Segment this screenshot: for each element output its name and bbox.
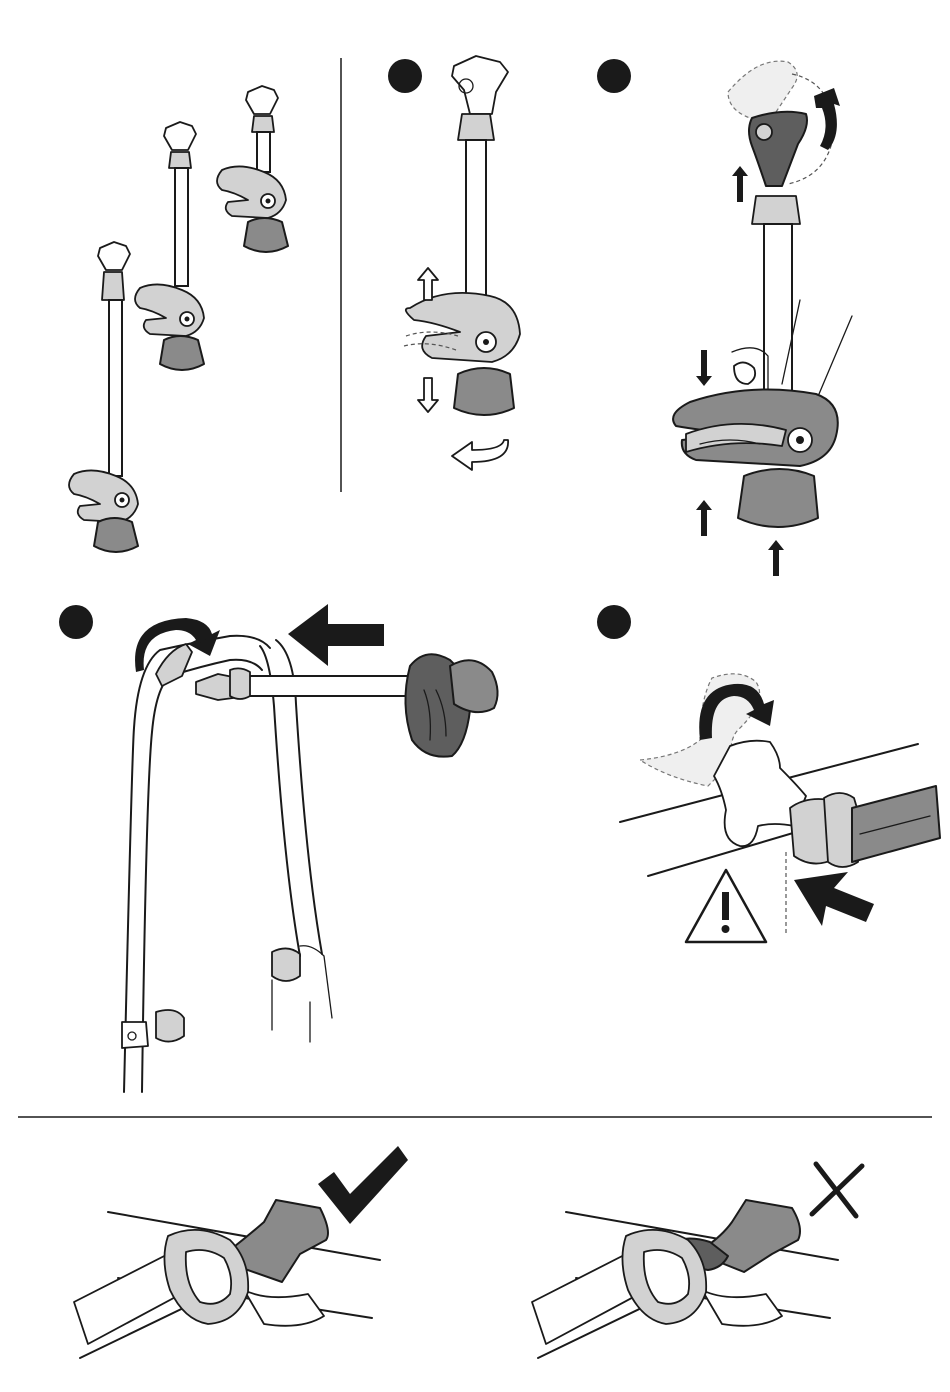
push-arrow-icon: [794, 872, 874, 926]
check-mark-icon: [318, 1146, 408, 1224]
step-1-illustration: [404, 56, 520, 470]
holder-medium: [135, 122, 204, 370]
step-2-illustration: [673, 61, 852, 576]
warning-triangle-icon: [686, 870, 766, 942]
step-1-marker: [388, 59, 422, 93]
step-3-marker: [59, 605, 93, 639]
push-arrow-icon: [288, 604, 384, 666]
step-2-marker: [597, 59, 631, 93]
holder-overview-panel: [69, 86, 288, 552]
correct-fitting-illustration: [74, 1146, 408, 1358]
holder-tall: [69, 242, 138, 552]
step-4-illustration: [620, 674, 940, 942]
up-arrow-icon: [732, 166, 748, 202]
down-arrow-icon: [696, 350, 712, 386]
step-3-illustration: [122, 604, 498, 1092]
rotate-arrow-icon: [814, 88, 840, 150]
up-arrow-icon: [768, 540, 784, 576]
rotate-arrow-icon: [452, 440, 508, 470]
step-4-marker: [597, 605, 631, 639]
incorrect-fitting-illustration: [532, 1164, 862, 1358]
holder-short: [217, 86, 288, 252]
cross-mark-icon: [812, 1164, 862, 1216]
up-arrow-icon: [418, 268, 438, 300]
down-arrow-icon: [418, 378, 438, 412]
up-arrow-icon: [696, 500, 712, 536]
